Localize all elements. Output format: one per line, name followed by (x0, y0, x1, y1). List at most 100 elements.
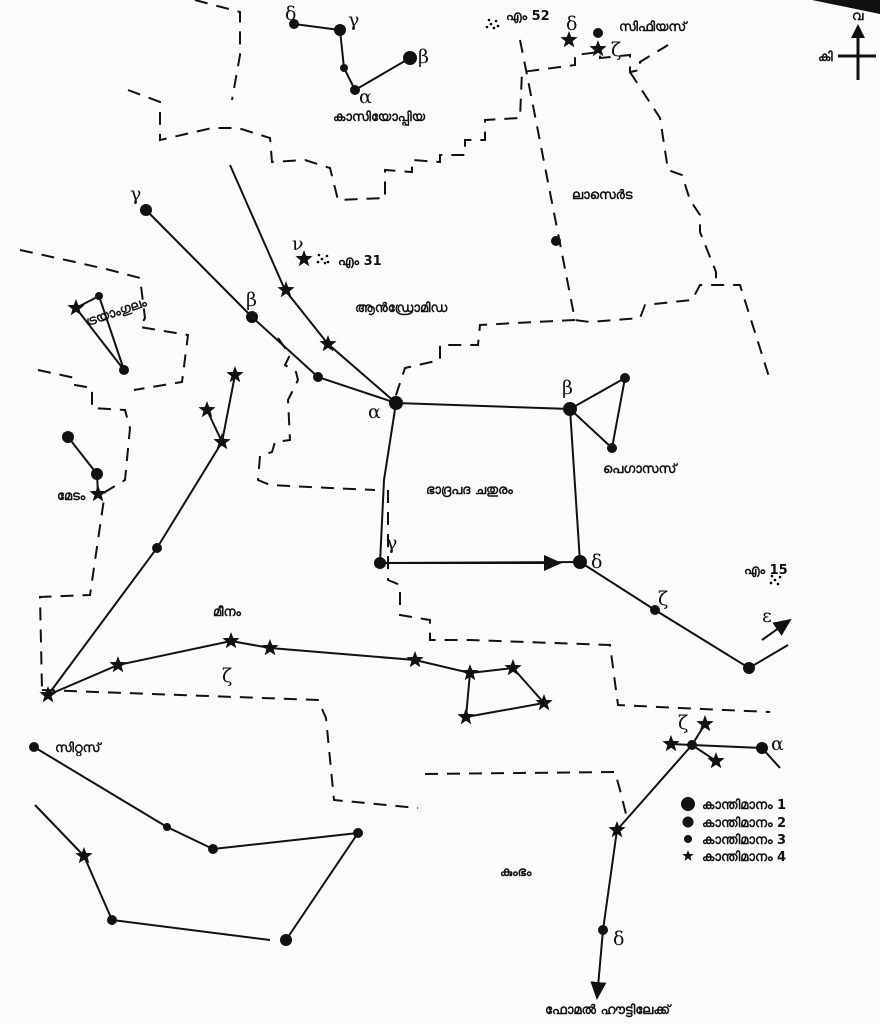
legend-mag3-label: കാന്തിമാനം 3 (702, 832, 786, 848)
m31-galaxy-icon (316, 253, 330, 265)
star-glyph-9 (198, 401, 216, 418)
greek-letters: δ γ β α δ ζ γ ν β α β γ δ ζ ε ζ ζ α δ (130, 3, 784, 950)
fourth-magnitude-stars (39, 31, 725, 864)
star-glyph-4 (277, 281, 295, 298)
greek-cas-delta: δ (285, 3, 296, 25)
star-peg-beta (563, 402, 577, 416)
label-cassiopeia: കാസിയോപ്പിയ (333, 109, 426, 126)
star-glyph-20 (75, 847, 93, 864)
star-glyph-13 (222, 632, 240, 649)
greek-peg-epsilon: ε (762, 605, 772, 627)
label-pegasus: പെഗാസസ് (603, 462, 678, 477)
legend-mag3-symbol (684, 835, 692, 843)
star-glyph-24 (608, 821, 626, 838)
greek-aqr-delta: δ (613, 928, 624, 950)
star-glyph-12 (109, 656, 127, 673)
greek-and-beta: β (246, 289, 257, 311)
greek-cep-delta: δ (566, 13, 577, 35)
star-glyph-18 (535, 694, 553, 711)
star-aqr-alpha (756, 742, 768, 754)
star-cas-beta (403, 51, 417, 65)
star-glyph-6 (67, 299, 85, 316)
label-pisces: മീനം (213, 604, 242, 620)
star-glyph-19 (457, 708, 475, 725)
greek-aqr-zeta: ζ (678, 712, 688, 734)
greek-peg-gamma: γ (386, 532, 397, 554)
star-cas-epsilon (340, 64, 348, 72)
star-cet-b (163, 823, 171, 831)
m15-cluster-icon (769, 574, 782, 586)
legend-star-glyph (682, 850, 694, 861)
star-glyph-21 (696, 715, 714, 732)
magnitude-legend: കാന്തിമാനം 1 കാന്തിമാനം 2 കാന്തിമാനം 3 ക… (681, 797, 786, 865)
star-cas-delta (289, 19, 299, 29)
m52-cluster-icon (485, 18, 500, 30)
star-glyph-14 (261, 639, 279, 656)
star-tri-alpha (119, 365, 129, 375)
star-glyph-17 (504, 659, 522, 676)
star-tri-beta (95, 292, 103, 300)
label-aries: മേടം (57, 489, 86, 504)
greek-cas-gamma: γ (348, 9, 359, 31)
label-lacerta: ലാസെർട (572, 188, 634, 203)
constellation-boundaries (19, 0, 771, 823)
label-aquarius: കുംഭം (500, 865, 532, 880)
star-peg-epsilon (743, 662, 755, 674)
star-and-gamma (140, 204, 152, 216)
star-and-alpha (389, 396, 403, 410)
greek-and-nu: ν (292, 233, 304, 255)
star-cet-a (29, 742, 39, 752)
star-glyph-16 (461, 664, 479, 681)
label-m52: എം 52 (506, 9, 550, 24)
legend-mag2-symbol (682, 816, 694, 828)
star-glyph-15 (406, 651, 424, 668)
star-glyph-23 (662, 735, 680, 752)
star-glyph-1 (560, 31, 578, 48)
star-peg-eta (620, 373, 630, 383)
legend-mag1-symbol (681, 797, 695, 811)
star-glyph-8 (226, 366, 244, 383)
greek-psc-zeta: ζ (222, 665, 232, 687)
star-glyph-3 (295, 250, 313, 267)
stars (29, 19, 768, 946)
greek-aqr-alpha: α (771, 733, 784, 755)
label-fomalhaut: ഫോമൽ ഹൗട്ടിലേക്ക് (545, 1002, 672, 1018)
star-ari-alpha (62, 431, 74, 443)
greek-peg-beta: β (562, 377, 573, 399)
star-glyph-22 (707, 752, 725, 769)
compass-north-label: വ (852, 9, 864, 24)
star-cet-e (107, 915, 117, 925)
label-andromeda: ആൻഡ്രോമിഡ (355, 300, 448, 316)
star-peg-gamma (374, 557, 386, 569)
star-glyph-10 (213, 433, 231, 450)
legend-mag2-label: കാന്തിമാനം 2 (702, 815, 786, 831)
star-cas-gamma (334, 24, 346, 36)
label-great-square: ഭാദ്രപദ ചതുരം (426, 483, 513, 498)
star-cet-beta (280, 934, 292, 946)
star-lacerta (551, 236, 561, 246)
label-cepheus: സിഫിയസ് (619, 19, 688, 35)
star-cet-d (353, 828, 363, 838)
star-peg-zeta (650, 605, 660, 615)
star-peg-mu (607, 443, 617, 453)
star-aqr-zeta (687, 740, 697, 750)
legend-mag4-label: കാന്തിമാനം 4 (702, 849, 786, 865)
legend-mag1-label: കാന്തിമാനം 1 (702, 797, 786, 813)
star-aqr-delta (598, 925, 608, 935)
greek-and-alpha: α (368, 401, 381, 423)
star-ari-beta (91, 468, 103, 480)
label-m15: എം 15 (744, 563, 788, 578)
star-glyph-11 (39, 686, 57, 703)
corner-shade (812, 0, 880, 14)
constellation-lines (33, 23, 792, 1000)
labels: കാസിയോപ്പിയ സിഫിയസ് ലാസെർട ആൻഡ്രോമിഡ ട്ര… (55, 9, 788, 1018)
star-and-delta (313, 372, 323, 382)
greek-and-gamma: γ (130, 183, 141, 205)
greek-cas-beta: β (418, 46, 429, 68)
greek-peg-zeta: ζ (658, 588, 668, 610)
label-cetus: സിറ്റസ് (55, 740, 102, 756)
deep-sky-objects (316, 18, 782, 586)
star-peg-alpha (573, 555, 587, 569)
